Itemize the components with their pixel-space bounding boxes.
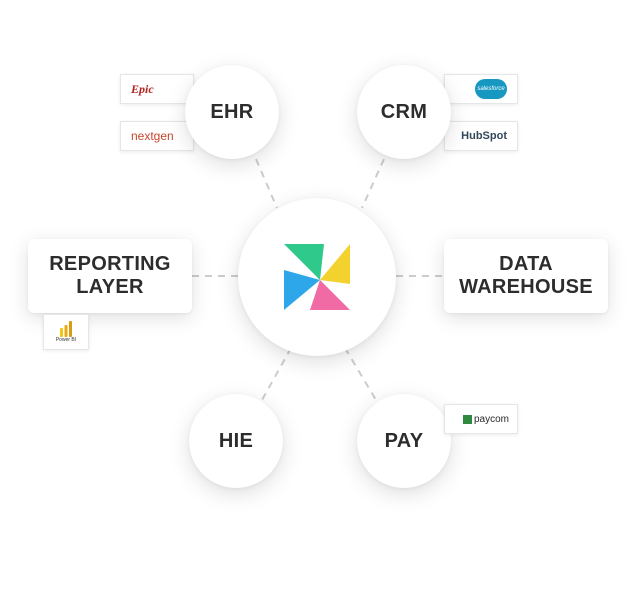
salesforce-logo-card: salesforce <box>444 74 518 104</box>
powerbi-logo-card: Power BI <box>43 314 89 350</box>
nextgen-logo: nextgen <box>131 129 174 143</box>
epic-logo-card: Epic <box>120 74 194 104</box>
hubspot-logo: HubSpot <box>461 130 507 142</box>
salesforce-logo: salesforce <box>475 79 507 99</box>
pay-node: PAY <box>357 394 451 488</box>
connector-ehr <box>255 158 278 209</box>
hie-node: HIE <box>189 394 283 488</box>
crm-node: CRM <box>357 65 451 159</box>
paycom-logo-card: paycom <box>444 404 518 434</box>
warehouse-label-line1: DATA <box>499 253 553 275</box>
connector-pay <box>344 347 377 401</box>
powerbi-icon <box>60 321 72 337</box>
crm-label: CRM <box>380 100 428 123</box>
reporting-label-line2: LAYER <box>76 276 144 298</box>
paycom-logo: paycom <box>473 413 509 425</box>
pinwheel-logo-icon <box>284 244 350 310</box>
ehr-node: EHR <box>185 65 279 159</box>
reporting-label-line1: REPORTING <box>49 253 171 275</box>
warehouse-label-line2: WAREHOUSE <box>459 276 593 298</box>
connector-hie <box>261 347 292 401</box>
reporting-layer-node: REPORTING LAYER <box>28 239 192 313</box>
powerbi-label: Power BI <box>55 337 77 343</box>
epic-logo: Epic <box>131 81 154 96</box>
hie-label: HIE <box>218 429 254 452</box>
paycom-mark-icon <box>462 414 472 424</box>
pay-label: PAY <box>384 429 424 452</box>
nextgen-logo-card: nextgen <box>120 121 194 151</box>
data-warehouse-node: DATA WAREHOUSE <box>444 239 608 313</box>
central-hub-node <box>238 198 396 356</box>
ehr-label: EHR <box>210 100 254 123</box>
hubspot-logo-card: HubSpot <box>444 121 518 151</box>
connector-crm <box>361 158 385 209</box>
